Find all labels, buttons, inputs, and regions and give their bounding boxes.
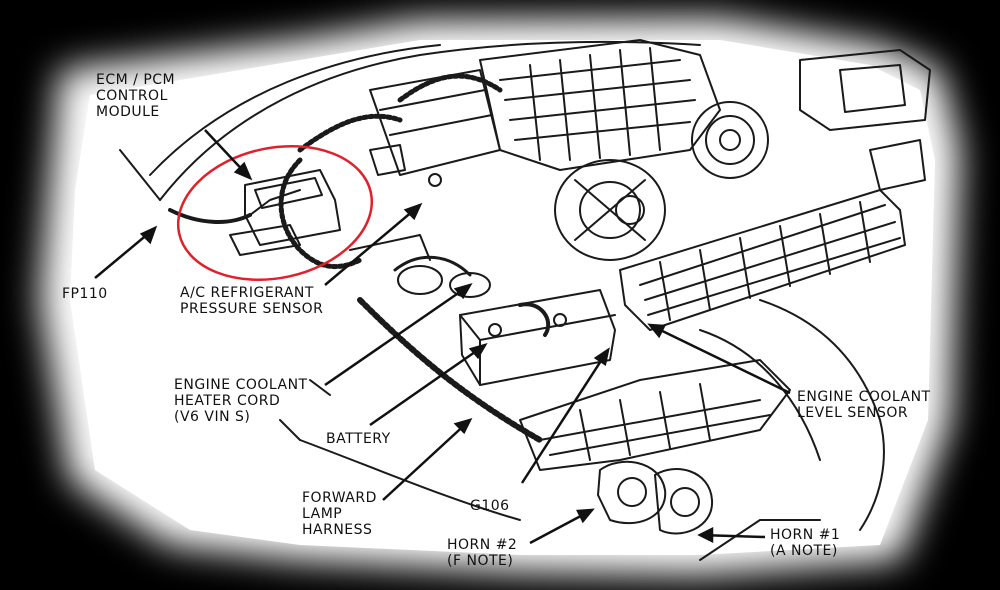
engine-coolant-level-sensor-label: ENGINE COOLANT LEVEL SENSOR: [797, 389, 931, 421]
g106-leader: [520, 349, 610, 484]
ac-sensor-line-1: A/C REFRIGERANT: [180, 285, 314, 301]
forward-lamp-line-2: LAMP: [302, 506, 343, 522]
ecm-pcm-label: ECM / PCM CONTROL MODULE: [96, 72, 175, 120]
horn2-line-2: (F NOTE): [447, 553, 514, 569]
coolant-cord-line-2: HEATER CORD: [174, 393, 281, 409]
ac-sensor-line-2: PRESSURE SENSOR: [180, 301, 324, 317]
leader-arrows: [94, 129, 791, 545]
g106-label: G106: [470, 498, 510, 514]
coolant-level-leader: [649, 323, 791, 395]
battery-text: BATTERY: [326, 431, 391, 447]
ecm-label-line-3: MODULE: [96, 104, 160, 120]
horn1-line-2: (A NOTE): [770, 543, 838, 559]
horn-2-label: HORN #2 (F NOTE): [447, 537, 517, 569]
ecm-label-line-2: CONTROL: [96, 88, 168, 104]
battery-label: BATTERY: [326, 431, 391, 447]
fp110-label: FP110: [62, 286, 108, 302]
coolant-cord-leader: [324, 283, 471, 387]
horn1-line-1: HORN #1: [770, 527, 841, 543]
ecm-highlight-circle: [176, 144, 374, 282]
ac-sensor-leader: [324, 204, 421, 286]
coolant-level-line-1: ENGINE COOLANT: [797, 389, 931, 405]
coolant-cord-line-1: ENGINE COOLANT: [174, 377, 308, 393]
coolant-level-line-2: LEVEL SENSOR: [797, 405, 909, 421]
forward-lamp-leader: [382, 419, 471, 501]
horn-1-label: HORN #1 (A NOTE): [770, 527, 840, 559]
forward-lamp-harness-label: FORWARD LAMP HARNESS: [302, 490, 377, 538]
engine-coolant-heater-cord-label: ENGINE COOLANT HEATER CORD (V6 VIN S): [174, 377, 308, 425]
horn2-line-1: HORN #2: [447, 537, 518, 553]
paper-background: [40, 18, 960, 575]
engine-line-art: [119, 39, 931, 561]
forward-lamp-line-1: FORWARD: [302, 490, 377, 506]
g106-text: G106: [470, 498, 510, 514]
coolant-cord-line-3: (V6 VIN S): [174, 409, 251, 425]
battery-leader: [369, 343, 486, 427]
fp110-text: FP110: [62, 286, 108, 302]
ecm-label-line-1: ECM / PCM: [96, 72, 176, 88]
forward-lamp-line-3: HARNESS: [302, 522, 373, 538]
ac-refrigerant-sensor-label: A/C REFRIGERANT PRESSURE SENSOR: [180, 285, 323, 317]
